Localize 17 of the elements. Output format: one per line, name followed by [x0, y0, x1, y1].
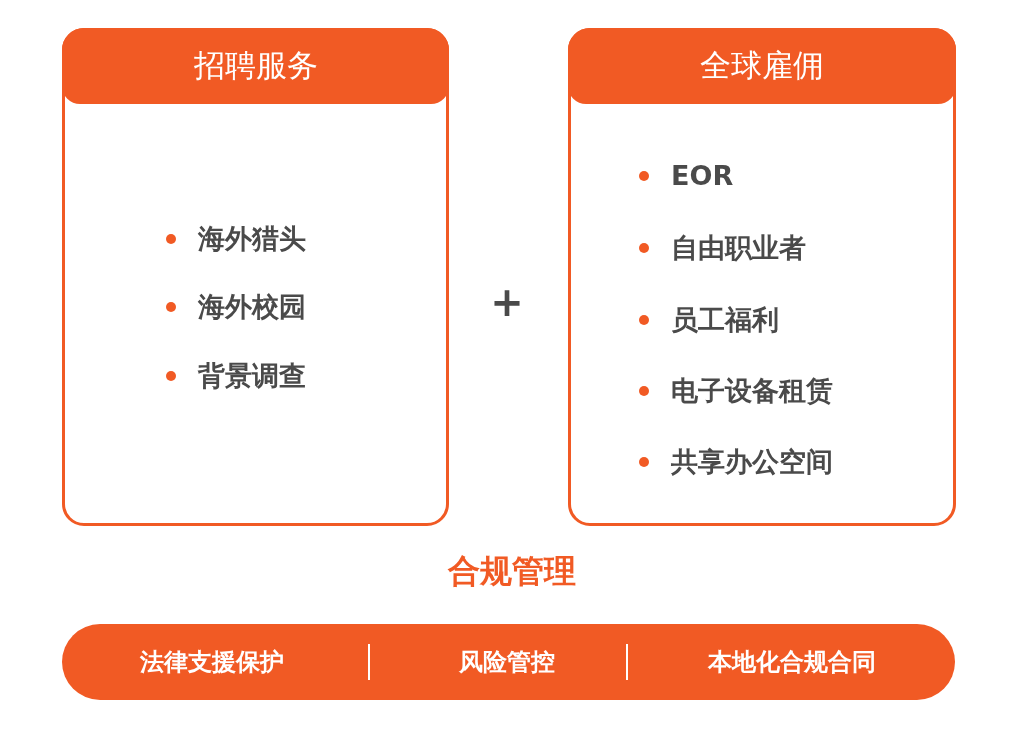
section-heading: 合规管理 — [446, 551, 577, 592]
list-item: 员工福利 — [671, 303, 779, 337]
list-item: 海外猎头 — [198, 222, 306, 256]
bar-item: 本地化合规合同 — [708, 647, 876, 678]
list-item: 海外校园 — [198, 290, 306, 324]
card-title: 招聘服务 — [193, 46, 318, 85]
service-card — [568, 28, 956, 526]
service-card — [62, 28, 449, 526]
list-item: 自由职业者 — [671, 231, 806, 265]
list-item: EOR — [671, 159, 734, 193]
list-item: 背景调查 — [198, 359, 306, 393]
plus-sign: + — [490, 282, 524, 322]
bar-item: 风险管控 — [459, 647, 555, 678]
card-title: 全球雇佣 — [700, 46, 824, 85]
bar-item: 法律支援保护 — [140, 647, 284, 678]
list-item: 共享办公空间 — [671, 445, 833, 479]
list-item: 电子设备租赁 — [671, 374, 833, 408]
